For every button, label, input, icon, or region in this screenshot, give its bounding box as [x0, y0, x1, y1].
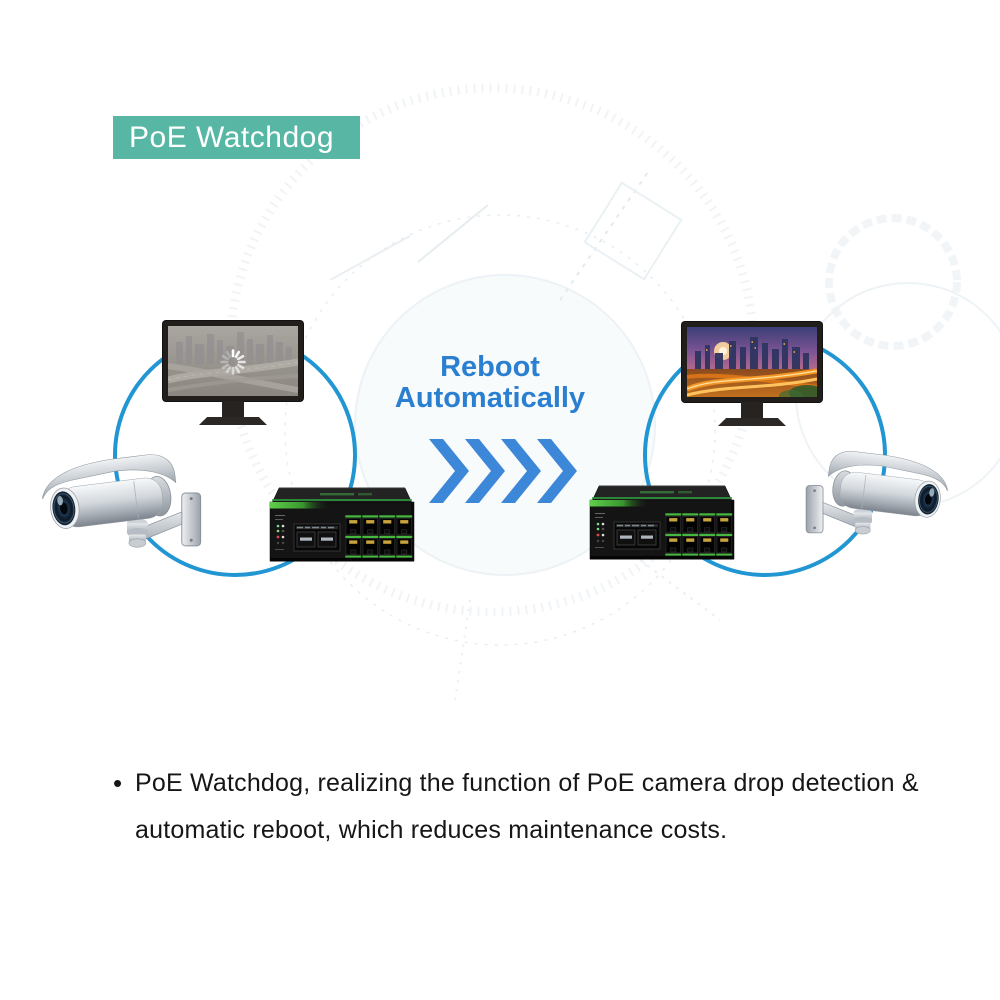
left-monitor-frame — [163, 321, 303, 401]
bullet-point: • — [113, 768, 123, 798]
description-line2: automatic reboot, which reduces maintena… — [135, 816, 728, 844]
description-line1: PoE Watchdog, realizing the function of … — [135, 769, 919, 797]
reboot-text-line2: Automatically — [394, 382, 586, 414]
right-monitor-stand — [741, 402, 763, 418]
poe-watchdog-badge: PoE Watchdog — [113, 116, 360, 159]
right-monitor-screen — [686, 327, 825, 402]
left-monitor-base — [199, 417, 267, 425]
right-monitor-frame — [682, 322, 825, 402]
left-monitor-screen — [167, 326, 299, 396]
right-monitor-base — [718, 418, 786, 426]
right-cctv-camera-icon — [805, 448, 948, 535]
left-monitor-stand — [222, 401, 244, 417]
left-monitor — [163, 321, 303, 425]
fast-forward-chevrons-icon — [429, 439, 577, 503]
description-row-2: automatic reboot, which reduces maintena… — [113, 807, 919, 854]
description-row-1: • PoE Watchdog, realizing the function o… — [113, 760, 919, 807]
feature-description: • PoE Watchdog, realizing the function o… — [113, 760, 919, 854]
left-poe-switch — [269, 487, 415, 562]
reboot-automatically-label: Reboot Automatically — [375, 352, 605, 414]
left-cctv-camera-icon — [42, 451, 202, 548]
reboot-text-line1: Reboot — [440, 351, 540, 383]
right-monitor — [682, 322, 825, 426]
right-poe-switch — [589, 485, 735, 560]
